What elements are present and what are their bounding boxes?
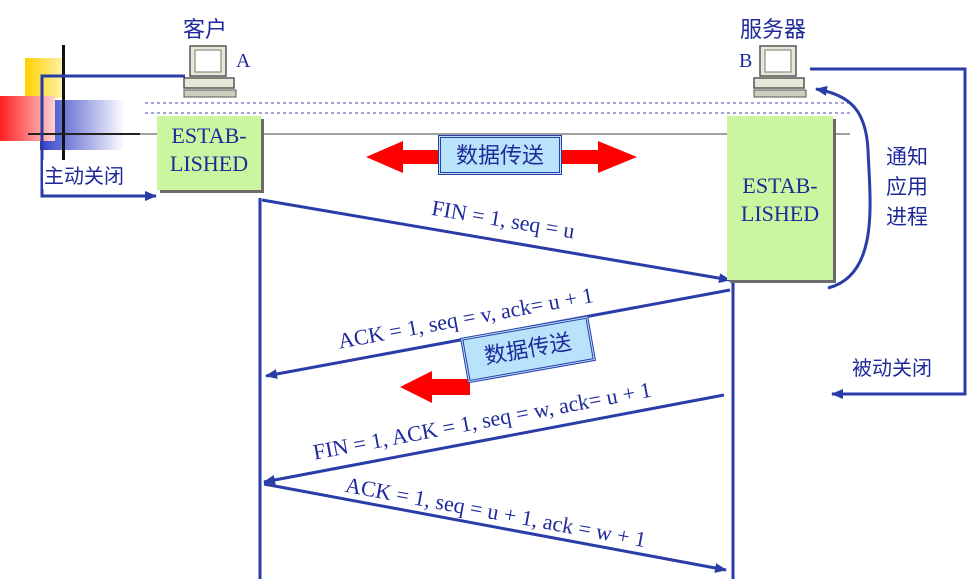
server-state-box: ESTAB- LISHED [727, 116, 833, 280]
server-state-line2: LISHED [740, 201, 820, 226]
data-transfer-tag: 数据传送 [438, 135, 562, 175]
server-notify-label: 通知 应用 进程 [886, 142, 936, 232]
yellow-square [25, 58, 65, 98]
red-left-arrow [400, 371, 470, 403]
black-horizontal-line [28, 133, 148, 135]
client-close-bracket [40, 74, 185, 201]
black-vertical-line [62, 45, 65, 163]
client-state-line2: LISHED [169, 151, 249, 176]
notify-line-3: 进程 [886, 205, 928, 229]
message-arrow-final-ack [263, 482, 727, 573]
message-arrow-fin [261, 198, 731, 284]
client-state-box: ESTAB- LISHED [157, 116, 261, 190]
server-action-label: 被动关闭 [852, 356, 932, 380]
server-computer-icon [753, 45, 807, 98]
server-host-letter: B [739, 50, 753, 72]
message-arrow-fin-ack [263, 393, 725, 485]
client-state-line1: ESTAB- [171, 123, 247, 148]
server-notify-curve [815, 85, 872, 290]
client-host-letter: A [236, 50, 251, 72]
notify-line-2: 应用 [886, 175, 928, 199]
corner-decoration [0, 0, 148, 180]
notify-line-1: 通知 [886, 145, 928, 169]
server-close-bracket [810, 67, 967, 399]
server-state-line1: ESTAB- [742, 173, 818, 198]
client-computer-icon [183, 45, 237, 98]
server-title: 服务器 [740, 18, 807, 43]
client-action-label: 主动关闭 [43, 160, 125, 189]
client-title: 客户 [183, 18, 228, 43]
